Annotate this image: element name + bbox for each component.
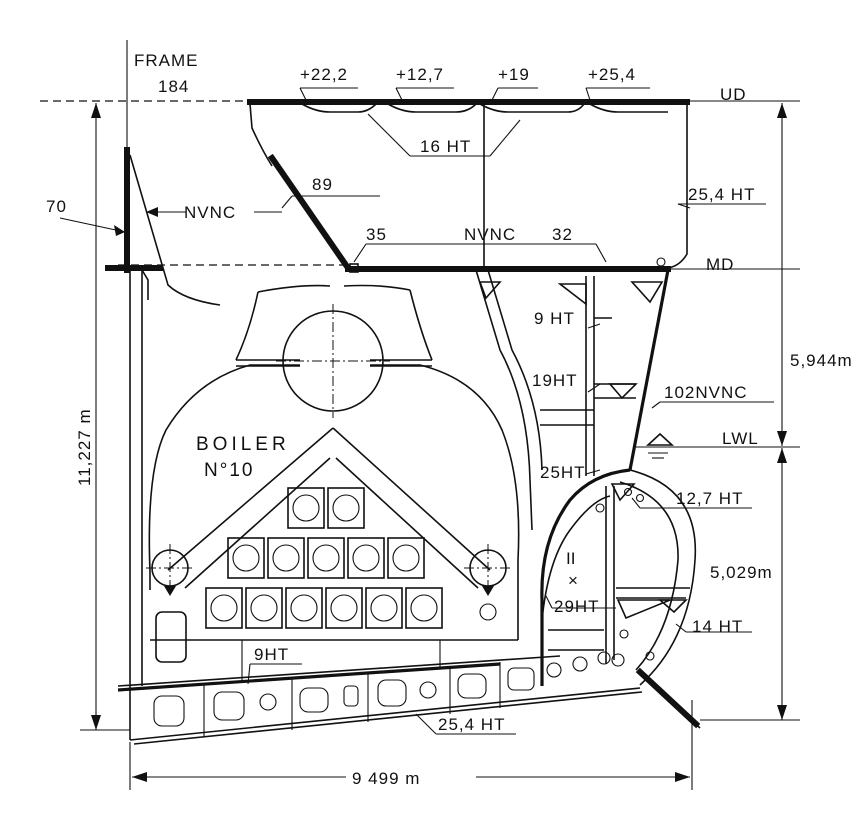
ht9-lower-label: 9HT xyxy=(254,645,289,664)
plate-thickness-1: +22,2 xyxy=(300,65,348,84)
frame-184 xyxy=(59,40,163,273)
plate-thickness-4: +25,4 xyxy=(588,65,636,84)
ht254-bottom-label: 25,4 HT xyxy=(438,715,505,734)
upper-deck xyxy=(40,99,800,113)
nvnc-label-2: NVNC xyxy=(464,225,516,244)
ht19-label: 19HT xyxy=(532,371,578,390)
left-dimension xyxy=(80,103,130,731)
ht16-label: 16 HT xyxy=(420,137,471,156)
main-deck-label: MD xyxy=(706,255,734,274)
ht14-label: 14 HT xyxy=(692,617,743,636)
ht9-upper-label: 9 HT xyxy=(534,309,575,328)
depth-dimension: 11,227 m xyxy=(75,408,94,486)
breadth-dimension-label: 9 499 m xyxy=(352,769,420,788)
side-shell xyxy=(129,154,701,740)
double-bottom xyxy=(117,639,643,745)
frame-label: FRAME xyxy=(134,51,199,70)
thickness-32: 32 xyxy=(552,225,573,244)
boiler xyxy=(146,284,520,663)
thickness-35: 35 xyxy=(366,225,387,244)
annotations: FRAME 184 +22,2 +12,7 +19 +25,4 UD 16 HT… xyxy=(46,51,853,788)
breadth-dimension xyxy=(129,700,693,790)
main-deck xyxy=(118,257,800,273)
boiler-number: N°10 xyxy=(204,460,254,481)
leader-lines xyxy=(146,87,774,735)
longitudinal-bulkheads xyxy=(475,269,664,531)
plate-thickness-2: +12,7 xyxy=(396,65,444,84)
thickness-89: 89 xyxy=(312,175,333,194)
upper-deck-label: UD xyxy=(720,85,747,104)
ht29-label: 29HT xyxy=(554,597,600,616)
ht254-side-label: 25,4 HT xyxy=(688,185,755,204)
waterline xyxy=(636,432,800,459)
dim-5944: 5,944m xyxy=(790,351,853,370)
frame-number: 184 xyxy=(158,77,189,96)
compartment-cross: × xyxy=(568,571,579,590)
plate-thickness-3: +19 xyxy=(498,65,530,84)
boiler-tube-bank xyxy=(205,487,443,629)
ht127-label: 12,7 HT xyxy=(676,489,743,508)
ht25-label: 25HT xyxy=(540,463,586,482)
compartment-label: II xyxy=(566,549,575,568)
right-dimensions xyxy=(700,103,800,721)
nvnc102-label: 102NVNC xyxy=(664,383,748,402)
lwl-label: LWL xyxy=(722,429,759,448)
wing-compartment xyxy=(541,483,690,686)
boiler-label: BOILER xyxy=(196,434,290,455)
nvnc-label-1: NVNC xyxy=(184,203,236,222)
dim-5029: 5,029m xyxy=(710,563,773,582)
thickness-70: 70 xyxy=(46,197,67,216)
